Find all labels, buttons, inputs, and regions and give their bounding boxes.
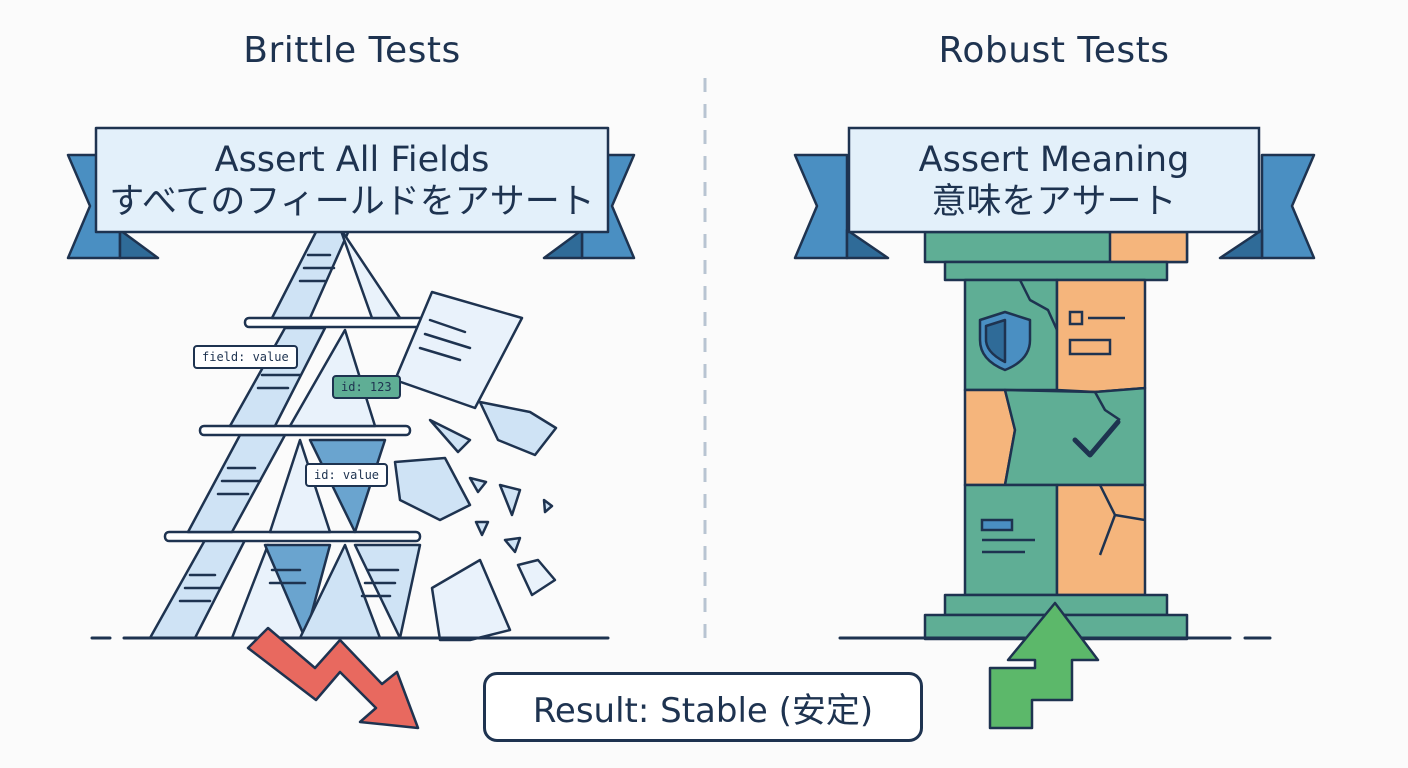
card-shard (428, 418, 472, 454)
house-of-cards (148, 226, 432, 640)
tag-id-123: id: 123 (332, 375, 401, 399)
card-shard (503, 536, 522, 554)
tag-id-value: id: value (305, 463, 389, 487)
card (338, 226, 402, 320)
card-shard (478, 400, 558, 457)
left-banner-en: Assert All Fields (214, 140, 490, 180)
tag-field-value: field: value (193, 345, 298, 369)
left-banner-ja: すべてのフィールドをアサート (109, 182, 595, 222)
shelf (198, 424, 412, 437)
falling-card (393, 290, 524, 410)
brittle-tests-heading: Brittle Tests (243, 30, 461, 71)
left-banner-ribbon (66, 126, 636, 260)
card (263, 543, 332, 640)
card-shard (516, 558, 557, 597)
pillar-capital-base (943, 260, 1169, 282)
falling-card (430, 558, 512, 642)
up-arrow-icon (988, 601, 1100, 730)
right-banner-en: Assert Meaning (918, 140, 1190, 180)
right-banner-ja: 意味をアサート (931, 182, 1177, 222)
falling-card (393, 456, 472, 522)
card (270, 226, 352, 320)
right-banner-ribbon-tails (793, 153, 1316, 260)
result-box: Result: Stable (安定) (483, 672, 923, 742)
checkmark-icon (1072, 419, 1121, 458)
card-shard (542, 498, 554, 514)
right-banner: Assert Meaning 意味をアサート (850, 139, 1258, 223)
pillar-block (1055, 278, 1147, 394)
form-icon (1068, 310, 1125, 356)
falling-cards (393, 290, 558, 642)
shield-icon (978, 310, 1032, 372)
pillar-block (1055, 483, 1147, 597)
stable-pillar (923, 230, 1189, 641)
left-banner: Assert All Fields すべてのフィールドをアサート (98, 139, 606, 223)
card (186, 433, 287, 534)
card-code-lines (178, 253, 400, 603)
down-arrow-icon (246, 626, 420, 730)
shelf (163, 530, 422, 543)
robust-tests-heading: Robust Tests (938, 30, 1170, 71)
shelf (243, 316, 432, 329)
document-icon (980, 518, 1035, 554)
card-shard (468, 476, 488, 494)
right-banner-body (847, 126, 1261, 234)
card (353, 543, 422, 640)
result-label: Result: Stable (安定) (532, 690, 874, 731)
card-shard (474, 520, 490, 537)
pillar-block (1003, 386, 1147, 487)
card-shard (498, 483, 522, 517)
